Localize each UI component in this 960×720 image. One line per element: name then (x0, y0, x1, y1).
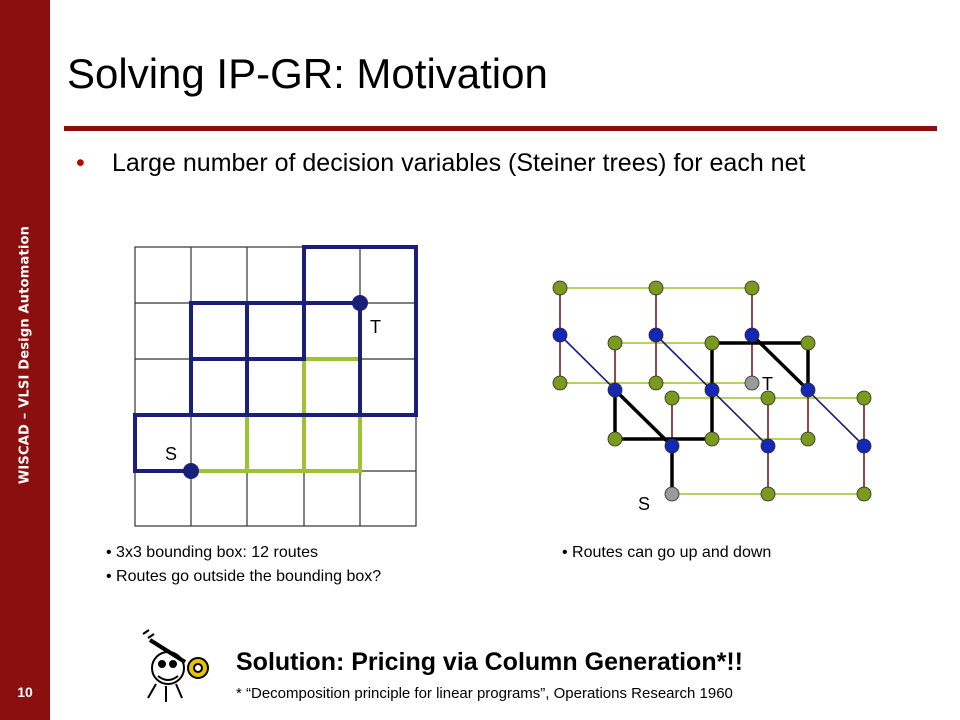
bullet-text: Large number of decision variables (Stei… (112, 149, 806, 177)
solution-footnote: * “Decomposition principle for linear pr… (236, 685, 733, 702)
sidebar: WISCAD – VLSI Design Automation 10 (0, 0, 50, 720)
grid-nodes (552, 280, 872, 502)
right-source-label: S (638, 494, 650, 514)
bullet-marker: • (76, 149, 85, 177)
slide-number: 10 (17, 684, 33, 700)
grid-lines (134, 246, 417, 527)
green-route (189, 301, 362, 473)
note-outside-bounding-box: • Routes go outside the bounding box? (106, 568, 382, 585)
solution-heading: Solution: Pricing via Column Generation*… (236, 648, 743, 676)
note-bounding-box-routes: • 3x3 bounding box: 12 routes (106, 544, 318, 561)
source-pin (183, 463, 199, 479)
slide-title: Solving IP-GR: Motivation (67, 50, 548, 97)
blue-routes (133, 245, 418, 473)
black-route (613, 333, 810, 494)
note-up-and-down: • Routes can go up and down (562, 544, 772, 561)
title-underline (64, 126, 937, 131)
right-3d-grid: T S (552, 280, 872, 514)
cartoon-key-icon (142, 629, 209, 702)
right-target-label: T (762, 374, 773, 394)
left-routing-grid: S T (133, 245, 418, 527)
target-pin (352, 295, 368, 311)
left-target-label: T (370, 317, 381, 337)
left-source-label: S (165, 444, 177, 464)
